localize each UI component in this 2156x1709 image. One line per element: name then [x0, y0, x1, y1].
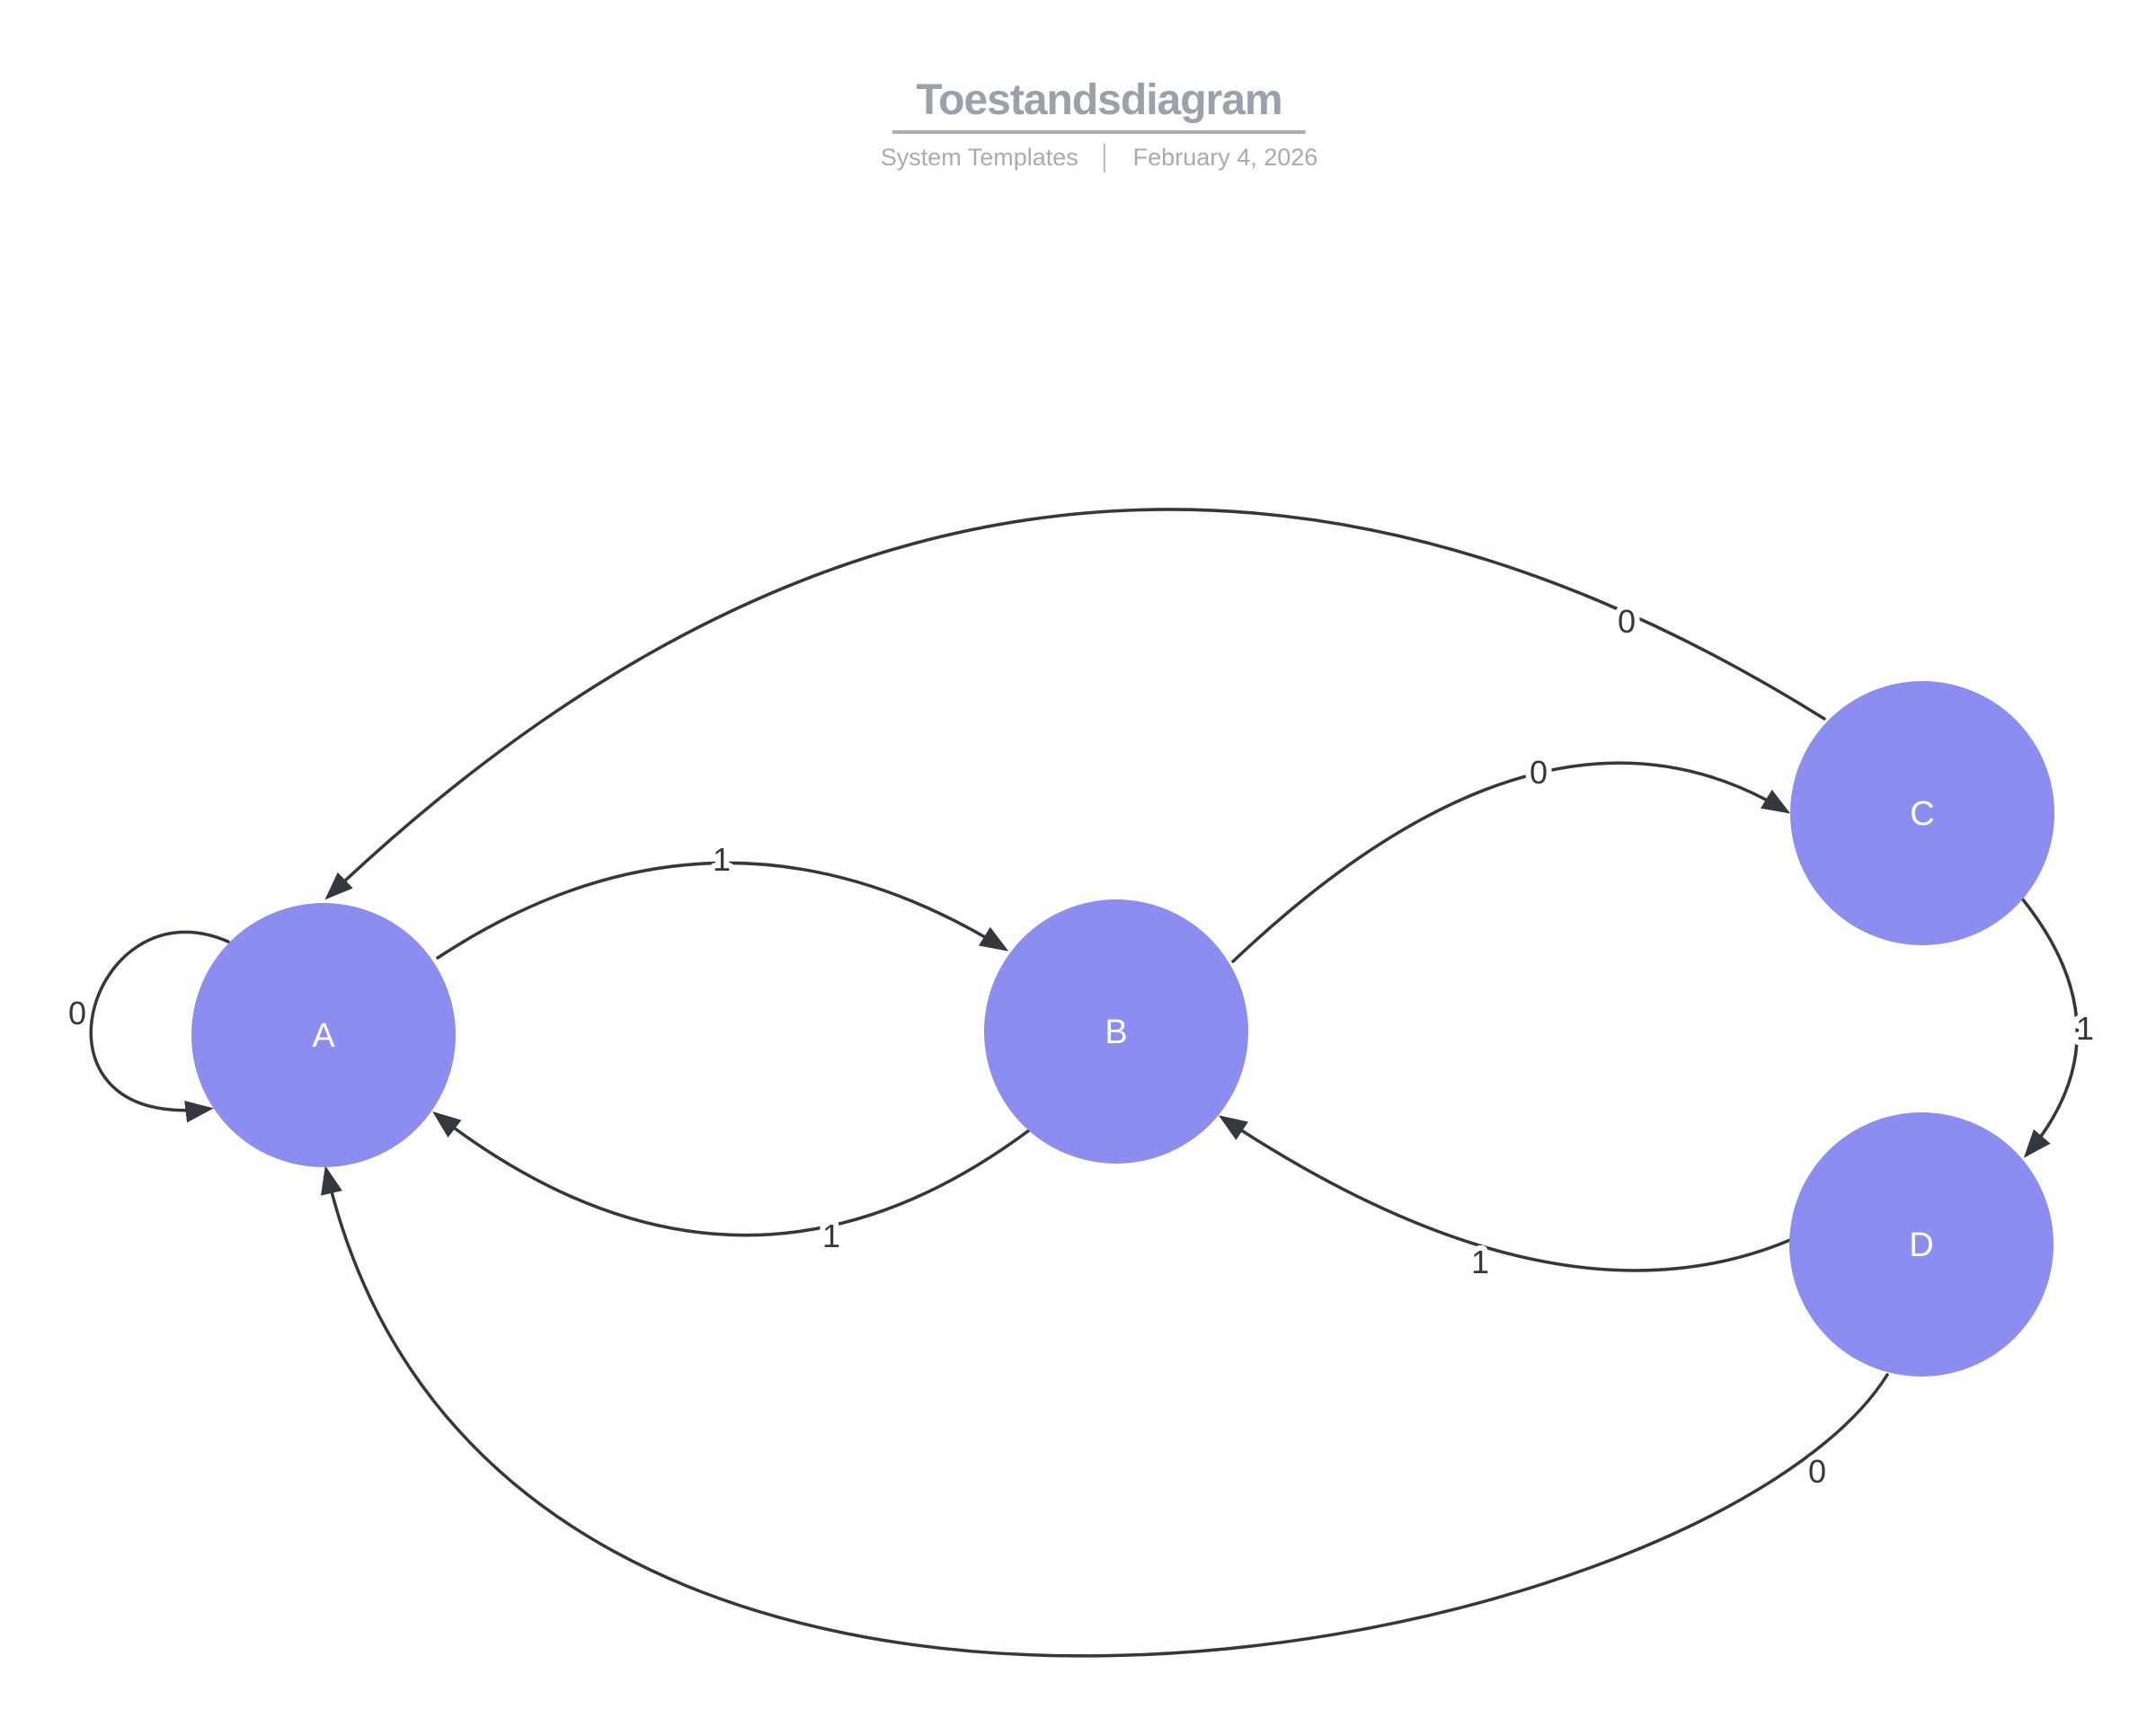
diagram-header: Toestandsdiagram System Templates │ Febr…: [881, 76, 1318, 171]
transition-label-C-A: 0: [1618, 603, 1636, 640]
state-label-B: B: [1105, 1014, 1127, 1051]
transition-edge-B-C: [1231, 761, 1791, 963]
transition-edge-A-A: [89, 930, 230, 1123]
transition-edge-A-B: [436, 861, 1009, 960]
transition-label-A-A: 0: [68, 995, 86, 1032]
state-circle-B: [984, 899, 1248, 1164]
transition-edge-B-A: [432, 1111, 1031, 1237]
subtitle-separator: │: [1097, 144, 1113, 171]
state-label-C: C: [1910, 795, 1934, 833]
transition-label-D-B: 1: [1471, 1244, 1489, 1280]
state-node-B: B: [984, 899, 1248, 1164]
diagram-subtitle: System Templates │ February 4, 2026: [881, 145, 1318, 170]
state-label-D: D: [1909, 1226, 1933, 1264]
transition-label-B-C: 0: [1530, 754, 1548, 791]
transition-label-D-A: 0: [1808, 1453, 1826, 1490]
transition-label-B-A: 1: [822, 1218, 840, 1254]
state-node-A: A: [191, 903, 456, 1167]
state-circle-C: [1790, 681, 2054, 945]
transition-edge-D-B: [1218, 1115, 1792, 1272]
transition-label-C-D: 1: [2076, 1010, 2094, 1047]
transition-edge-C-D: [2020, 897, 2079, 1158]
state-circle-D: [1789, 1112, 2054, 1377]
transition-edge-C-A: [324, 508, 1826, 900]
title-underline: [892, 130, 1306, 134]
state-node-C: C: [1790, 681, 2054, 945]
states-layer: A B C D: [191, 681, 2054, 1377]
subtitle-date: February 4, 2026: [1132, 144, 1318, 171]
page-title: Toestandsdiagram: [916, 76, 1282, 124]
transitions-layer: [89, 508, 2079, 1658]
transition-edge-D-A: [321, 1165, 1889, 1658]
subtitle-author: System Templates: [880, 144, 1078, 171]
state-node-D: D: [1789, 1112, 2054, 1377]
state-circle-A: [191, 903, 456, 1167]
transition-label-A-B: 1: [713, 841, 731, 878]
state-label-A: A: [312, 1017, 335, 1055]
